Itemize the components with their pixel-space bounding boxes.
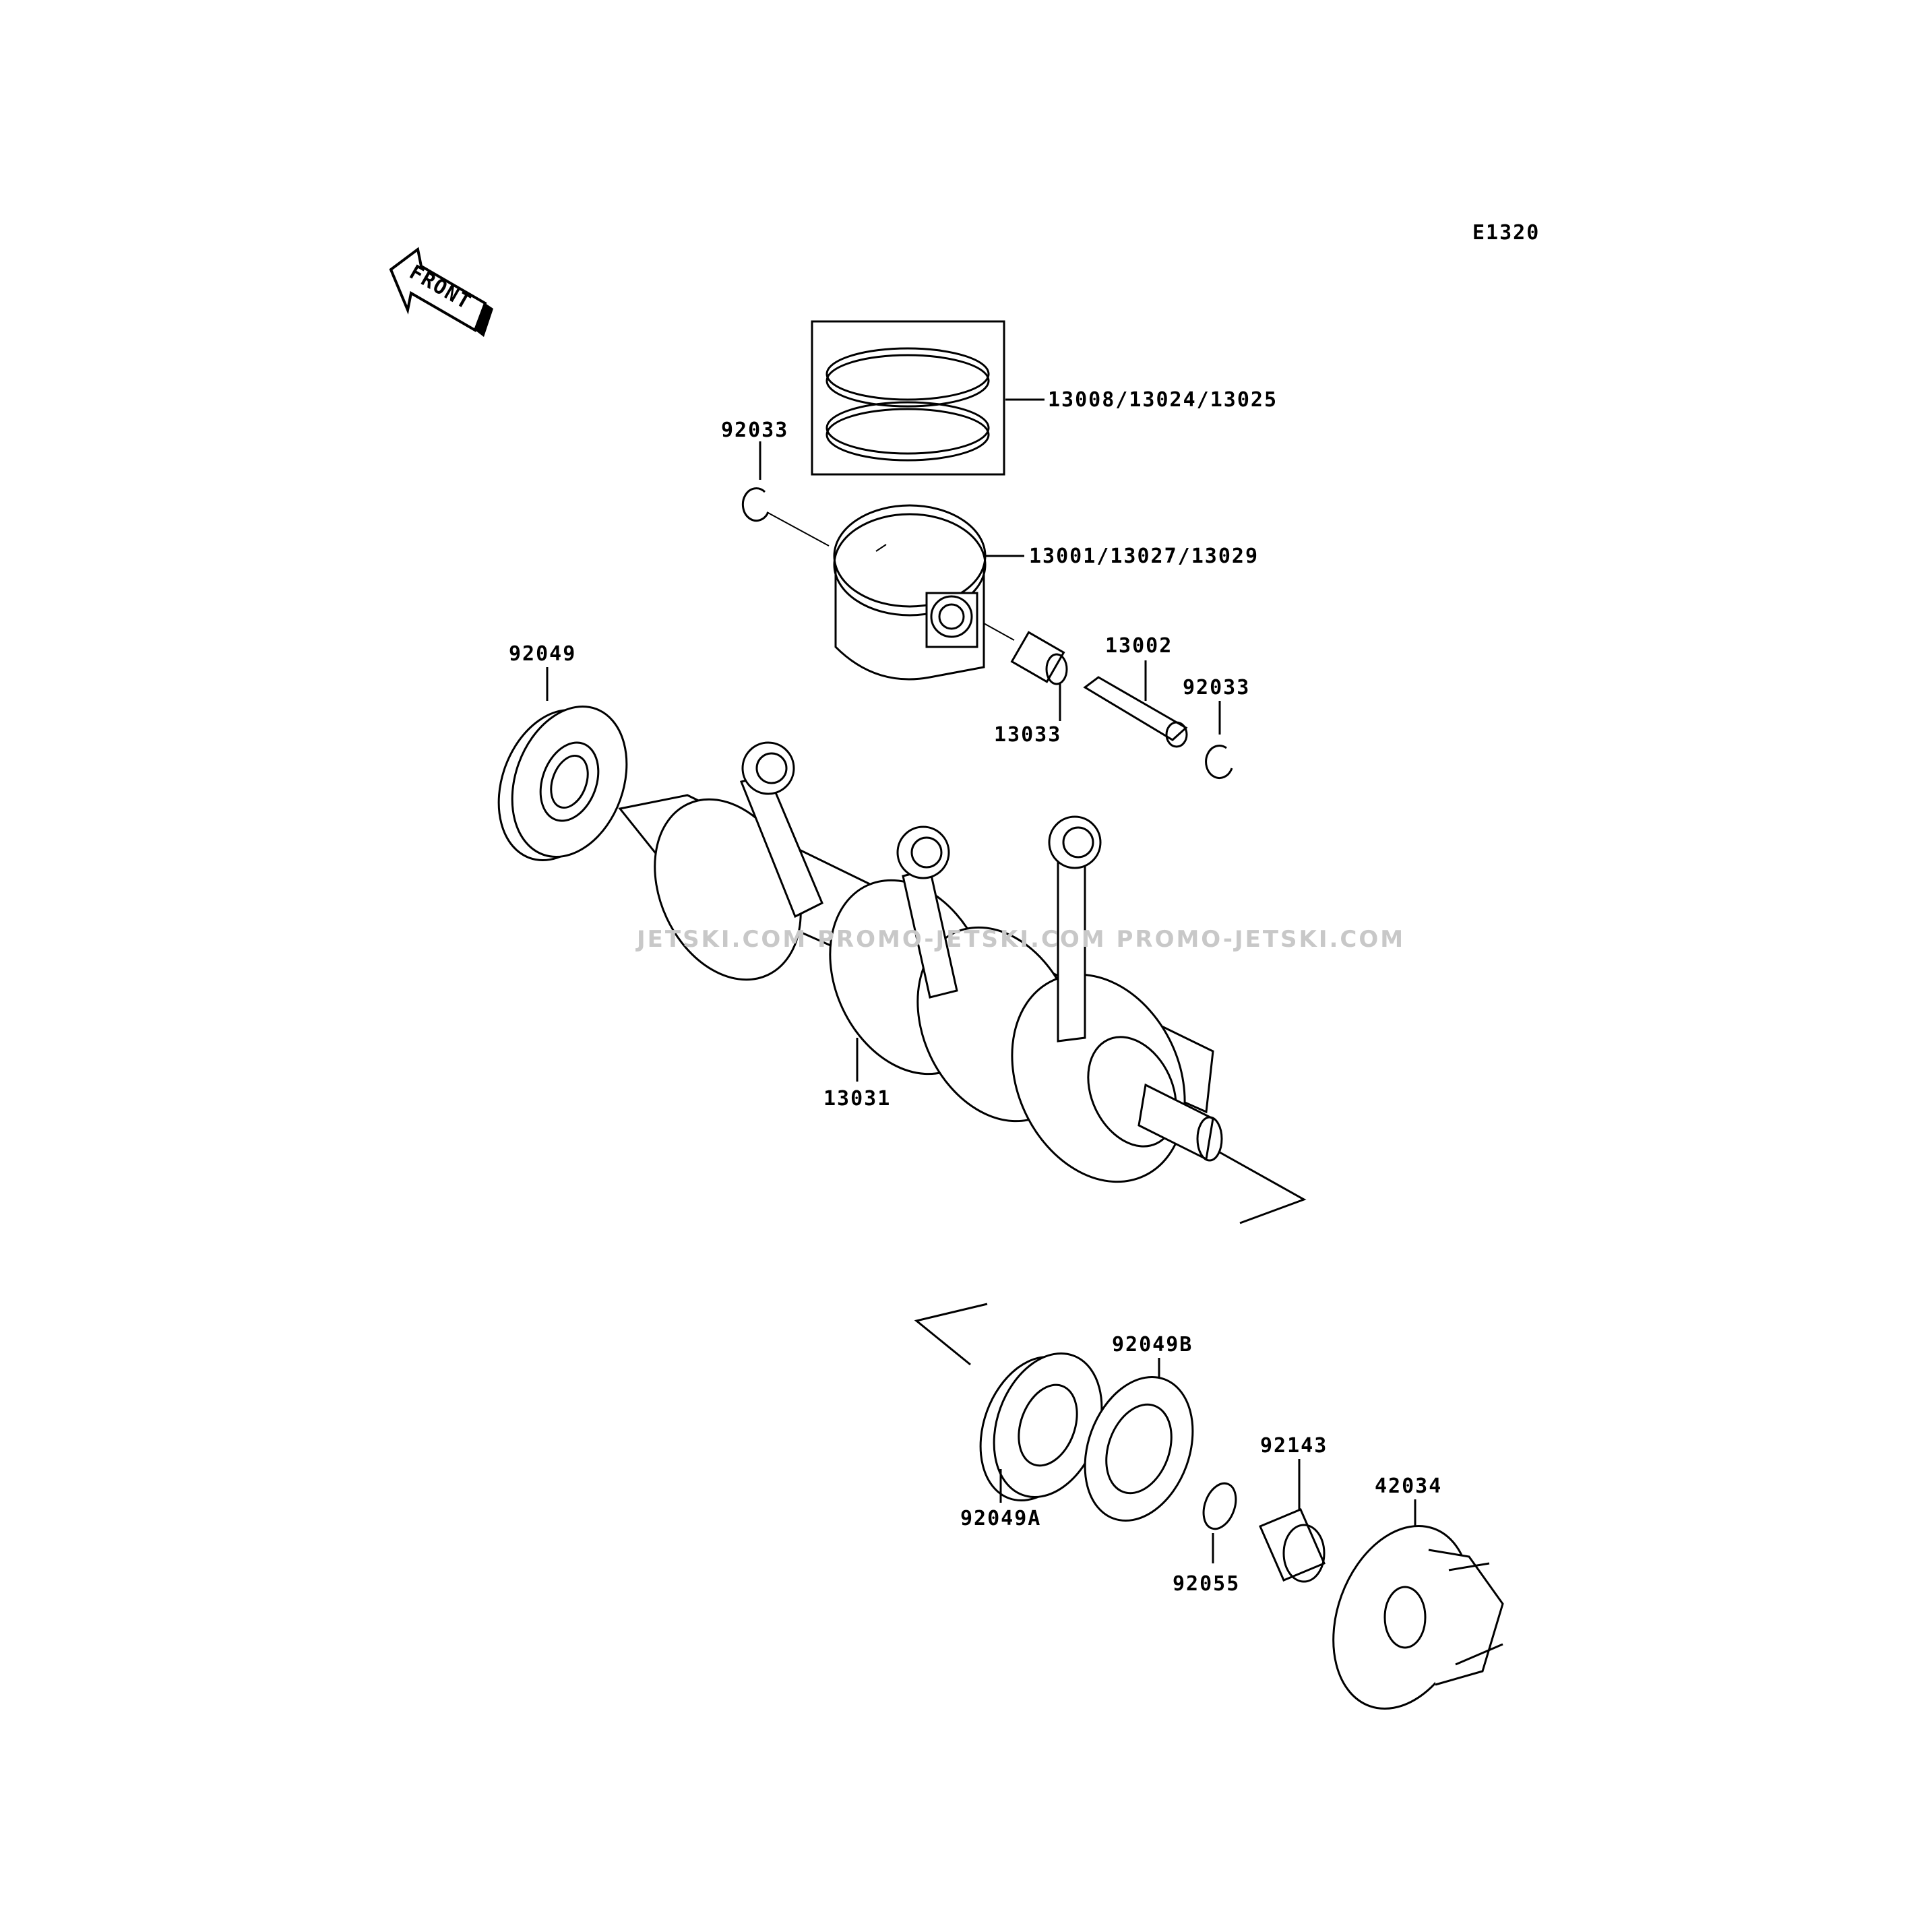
label-circlip-top: 92033 <box>721 418 788 442</box>
circlip-right <box>1205 701 1233 780</box>
label-o-ring: 92055 <box>1173 1572 1240 1596</box>
o-ring <box>1202 1482 1237 1563</box>
collar <box>1259 1459 1326 1583</box>
label-collar: 92143 <box>1260 1434 1328 1458</box>
label-crankshaft: 13031 <box>823 1087 891 1111</box>
piston <box>833 504 1024 681</box>
bearing-a <box>979 1352 1103 1503</box>
bearing-b <box>1084 1358 1194 1522</box>
front-arrow-icon: FRONT <box>389 247 493 337</box>
label-coupling: 42034 <box>1375 1474 1442 1498</box>
diagram-code: E1320 <box>1472 221 1540 245</box>
oil-seal-left <box>497 667 628 861</box>
label-piston-pin: 13002 <box>1105 634 1173 658</box>
circlip-top <box>741 441 830 547</box>
label-needle-bearing: 13033 <box>994 723 1061 747</box>
label-bearing-b: 92049B <box>1112 1333 1193 1357</box>
coupling <box>1332 1499 1504 1710</box>
watermark: JETSKI.COM PROMO-JETSKI.COM PROMO-JETSKI… <box>635 926 1405 953</box>
label-oil-seal-left: 92049 <box>509 642 576 666</box>
label-rings: 13008/13024/13025 <box>1048 388 1278 412</box>
label-piston: 13001/13027/13029 <box>1029 544 1259 568</box>
label-circlip-right: 92033 <box>1183 676 1250 699</box>
label-bearing-a: 92049A <box>960 1507 1041 1530</box>
crankshaft <box>618 741 1307 1366</box>
piston-rings <box>811 320 1045 476</box>
piston-pin <box>1083 660 1188 748</box>
needle-bearing <box>983 623 1068 721</box>
